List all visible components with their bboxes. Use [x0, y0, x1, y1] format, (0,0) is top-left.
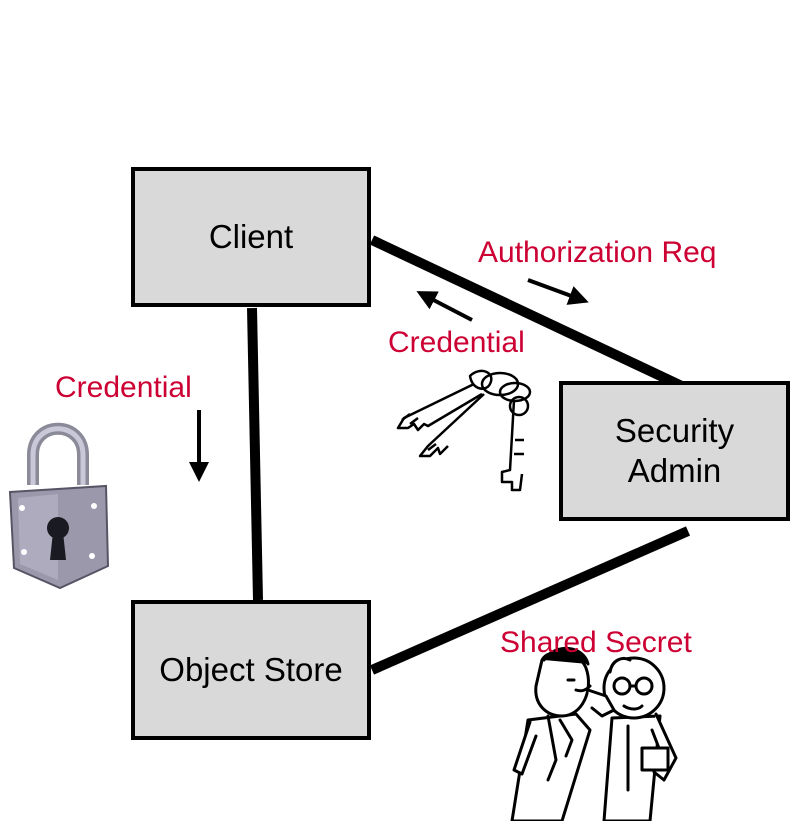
- padlock-icon: [8, 422, 110, 590]
- shared-secret-label: Shared Secret: [500, 626, 692, 659]
- whispering-men-icon: [510, 646, 678, 821]
- client-node: Client: [131, 167, 371, 307]
- security-admin-node: Security Admin: [559, 381, 790, 521]
- object-store-node-label: Object Store: [159, 651, 343, 689]
- authorization-req-label: Authorization Req: [478, 236, 717, 269]
- security-admin-label-line2: Admin: [627, 452, 722, 489]
- client-admin-connector: [369, 235, 689, 393]
- client-node-label: Client: [208, 218, 294, 256]
- object-store-node: Object Store: [131, 600, 371, 740]
- credential-return-label: Credential: [388, 326, 525, 359]
- credential-down-label: Credential: [55, 371, 192, 404]
- security-admin-label-line1: Security: [614, 412, 735, 450]
- store-admin-connector: [369, 526, 691, 675]
- authorization-req-arrow: [527, 278, 589, 305]
- client-store-connector: [247, 307, 263, 601]
- credential-return-arrow: [416, 291, 473, 322]
- keys-icon: [396, 369, 532, 492]
